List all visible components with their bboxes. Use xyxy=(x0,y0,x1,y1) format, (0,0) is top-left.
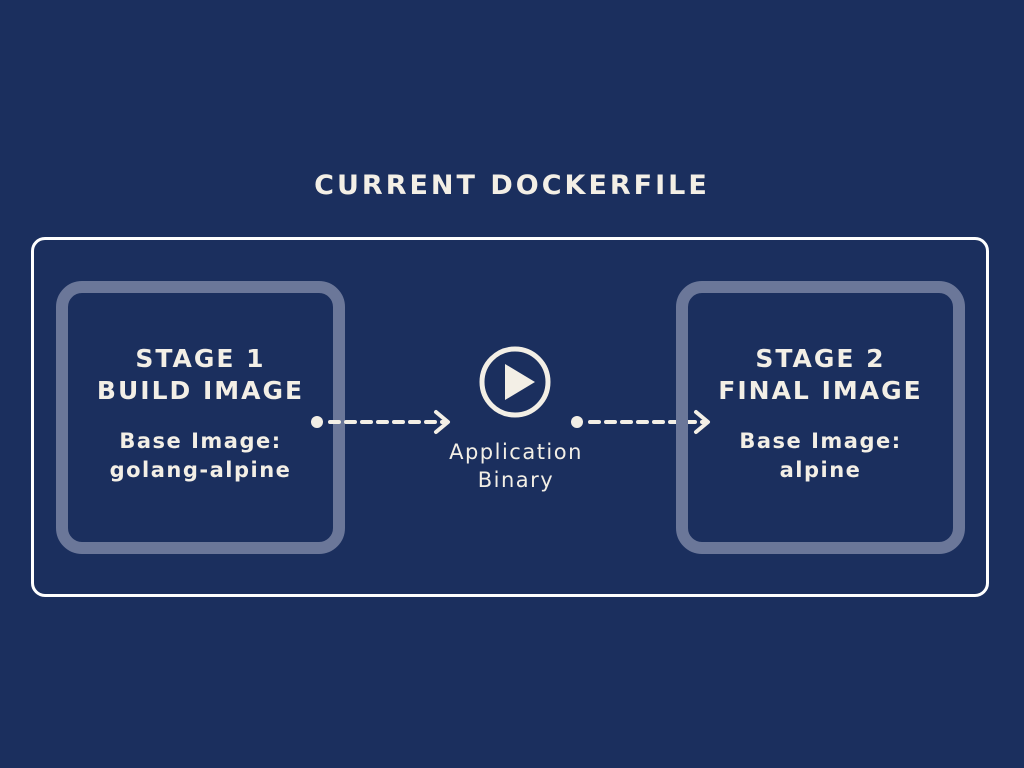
artifact-line-2: Binary xyxy=(477,468,555,492)
stage-1-base-image: Base Image: golang-alpine xyxy=(68,427,333,485)
stage-2-heading: STAGE 2 FINAL IMAGE xyxy=(688,343,953,407)
artifact-line-1: Application xyxy=(449,440,583,464)
stage-2-base-label: Base Image: xyxy=(739,429,902,453)
diagram-title: CURRENT DOCKERFILE xyxy=(314,170,710,201)
application-binary-label: Application Binary xyxy=(412,438,620,494)
stage-1-box: STAGE 1 BUILD IMAGE Base Image: golang-a… xyxy=(56,281,345,554)
stage-2-name: FINAL IMAGE xyxy=(718,376,923,405)
stage-1-name: BUILD IMAGE xyxy=(96,376,305,405)
dotted-arrow-right-icon xyxy=(311,410,450,434)
stage-1-base-value: golang-alpine xyxy=(109,458,292,482)
stage-2-base-value: alpine xyxy=(779,458,862,482)
stage-2-base-image: Base Image: alpine xyxy=(688,427,953,485)
stage-1-heading: STAGE 1 BUILD IMAGE xyxy=(68,343,333,407)
dockerfile-frame xyxy=(31,237,989,597)
play-icon xyxy=(479,346,551,418)
stage-2-box: STAGE 2 FINAL IMAGE Base Image: alpine xyxy=(676,281,965,554)
stage-1-number: STAGE 1 xyxy=(135,344,266,373)
stage-1-base-label: Base Image: xyxy=(119,429,282,453)
stage-2-number: STAGE 2 xyxy=(755,344,886,373)
